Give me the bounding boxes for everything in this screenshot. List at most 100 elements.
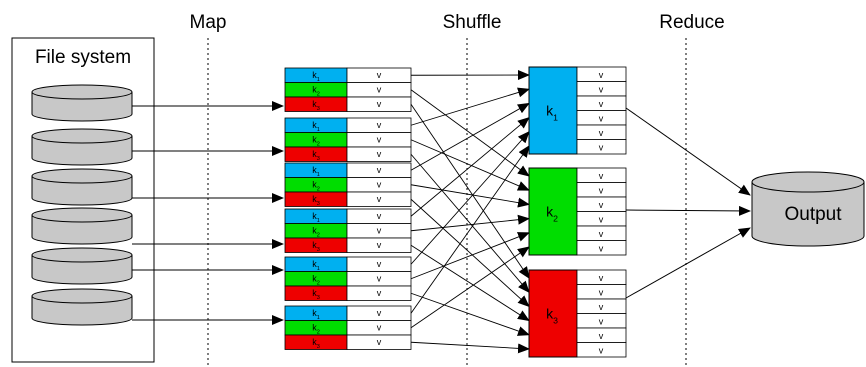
shuffle-arrow [410, 87, 530, 126]
reducer-key-cell [528, 269, 578, 358]
map-key-label: k3 [312, 240, 320, 253]
map-key-label: k2 [312, 226, 320, 239]
disk-icon [31, 288, 133, 326]
map-value-label: v [377, 165, 382, 175]
map-output-blocks: k1vk2vk3vk1vk2vk3vk1vk2vk3vk1vk2vk3vk1vk… [284, 67, 412, 350]
reducer-value-cell [576, 342, 627, 358]
disk-body [31, 255, 133, 285]
reducer-key-label: k3 [546, 306, 558, 326]
reducer-key-label: k2 [546, 204, 558, 224]
disk-icon [31, 84, 133, 122]
disk-top [31, 84, 133, 100]
map-value-label: v [377, 99, 382, 109]
map-value-label: v [377, 180, 382, 190]
map-key-label: k2 [312, 85, 320, 98]
shuffle-arrow [410, 102, 530, 171]
disk-icon [31, 247, 133, 285]
phase-label-shuffle: Shuffle [443, 12, 502, 33]
map-key-label: k1 [312, 70, 320, 83]
map-value-label: v [377, 288, 382, 298]
reducer-value-label: v [599, 288, 604, 298]
reducer-value-label: v [599, 229, 604, 239]
disk-body [31, 215, 133, 245]
shuffle-arrow [410, 341, 530, 354]
map-key-label: k2 [312, 274, 320, 287]
disk-top [31, 207, 133, 223]
disk-body [31, 136, 133, 166]
map-value-label: v [377, 259, 382, 269]
map-value-label: v [377, 135, 382, 145]
disk-icon [31, 168, 133, 206]
reducer-value-label: v [599, 114, 604, 124]
map-key-label: k1 [312, 211, 320, 224]
disk-top [31, 128, 133, 144]
reducer-value-label: v [599, 302, 604, 312]
map-key-label: k1 [312, 308, 320, 321]
shuffle-arrow [410, 89, 530, 177]
map-key-label: k3 [312, 288, 320, 301]
disk-icon [31, 128, 133, 166]
reducer-value-label: v [599, 85, 604, 95]
shuffle-arrow [410, 214, 530, 232]
shuffle-arrow [410, 145, 530, 314]
shuffle-arrow [410, 131, 530, 265]
map-key-label: k3 [312, 149, 320, 162]
reducer-value-label: v [599, 99, 604, 109]
reducer-value-label: v [599, 70, 604, 80]
map-value-label: v [377, 70, 382, 80]
reducer-key-cell [528, 167, 578, 256]
disk-body [31, 176, 133, 206]
map-key-label: k1 [312, 165, 320, 178]
reducer-key-label: k1 [546, 103, 558, 123]
reducer-value-label: v [599, 171, 604, 181]
shuffle-arrow [410, 103, 530, 279]
shuffle-arrow [410, 292, 530, 336]
map-key-label: k2 [312, 180, 320, 193]
map-key-label: k1 [312, 120, 320, 133]
shuffle-arrows [410, 70, 530, 354]
disk-top [31, 247, 133, 263]
disk-icon [31, 207, 133, 245]
shuffle-arrow [410, 184, 530, 208]
output-arrows [625, 107, 751, 299]
reducer-value-cell [576, 240, 627, 256]
reducer-value-label: v [599, 200, 604, 210]
output-arrow [625, 107, 751, 196]
output-database-icon [751, 171, 865, 247]
reducer-key-cell [528, 66, 578, 155]
map-value-label: v [377, 274, 382, 284]
reducer-value-cell [576, 139, 627, 155]
shuffle-arrow [410, 198, 530, 308]
shuffle-arrow [410, 246, 530, 329]
shuffle-arrow [410, 139, 530, 191]
disk-top [31, 288, 133, 304]
map-value-label: v [377, 337, 382, 347]
output-arrow [625, 227, 751, 299]
map-key-label: k3 [312, 99, 320, 112]
reducer-value-label: v [599, 273, 604, 283]
map-key-label: k3 [312, 337, 320, 350]
disk-body [31, 92, 133, 122]
reducer-value-label: v [599, 215, 604, 225]
map-key-label: k1 [312, 259, 320, 272]
disk-body [31, 296, 133, 326]
reducer-value-label: v [599, 317, 604, 327]
map-key-label: k2 [312, 135, 320, 148]
map-value-label: v [377, 211, 382, 221]
reducer-value-label: v [599, 346, 604, 356]
map-value-label: v [377, 149, 382, 159]
output-arrow [625, 205, 751, 216]
output-label: Output [784, 204, 842, 225]
reducer-value-label: v [599, 186, 604, 196]
file-system-label: File system [35, 47, 131, 68]
shuffle-arrow [410, 153, 530, 293]
